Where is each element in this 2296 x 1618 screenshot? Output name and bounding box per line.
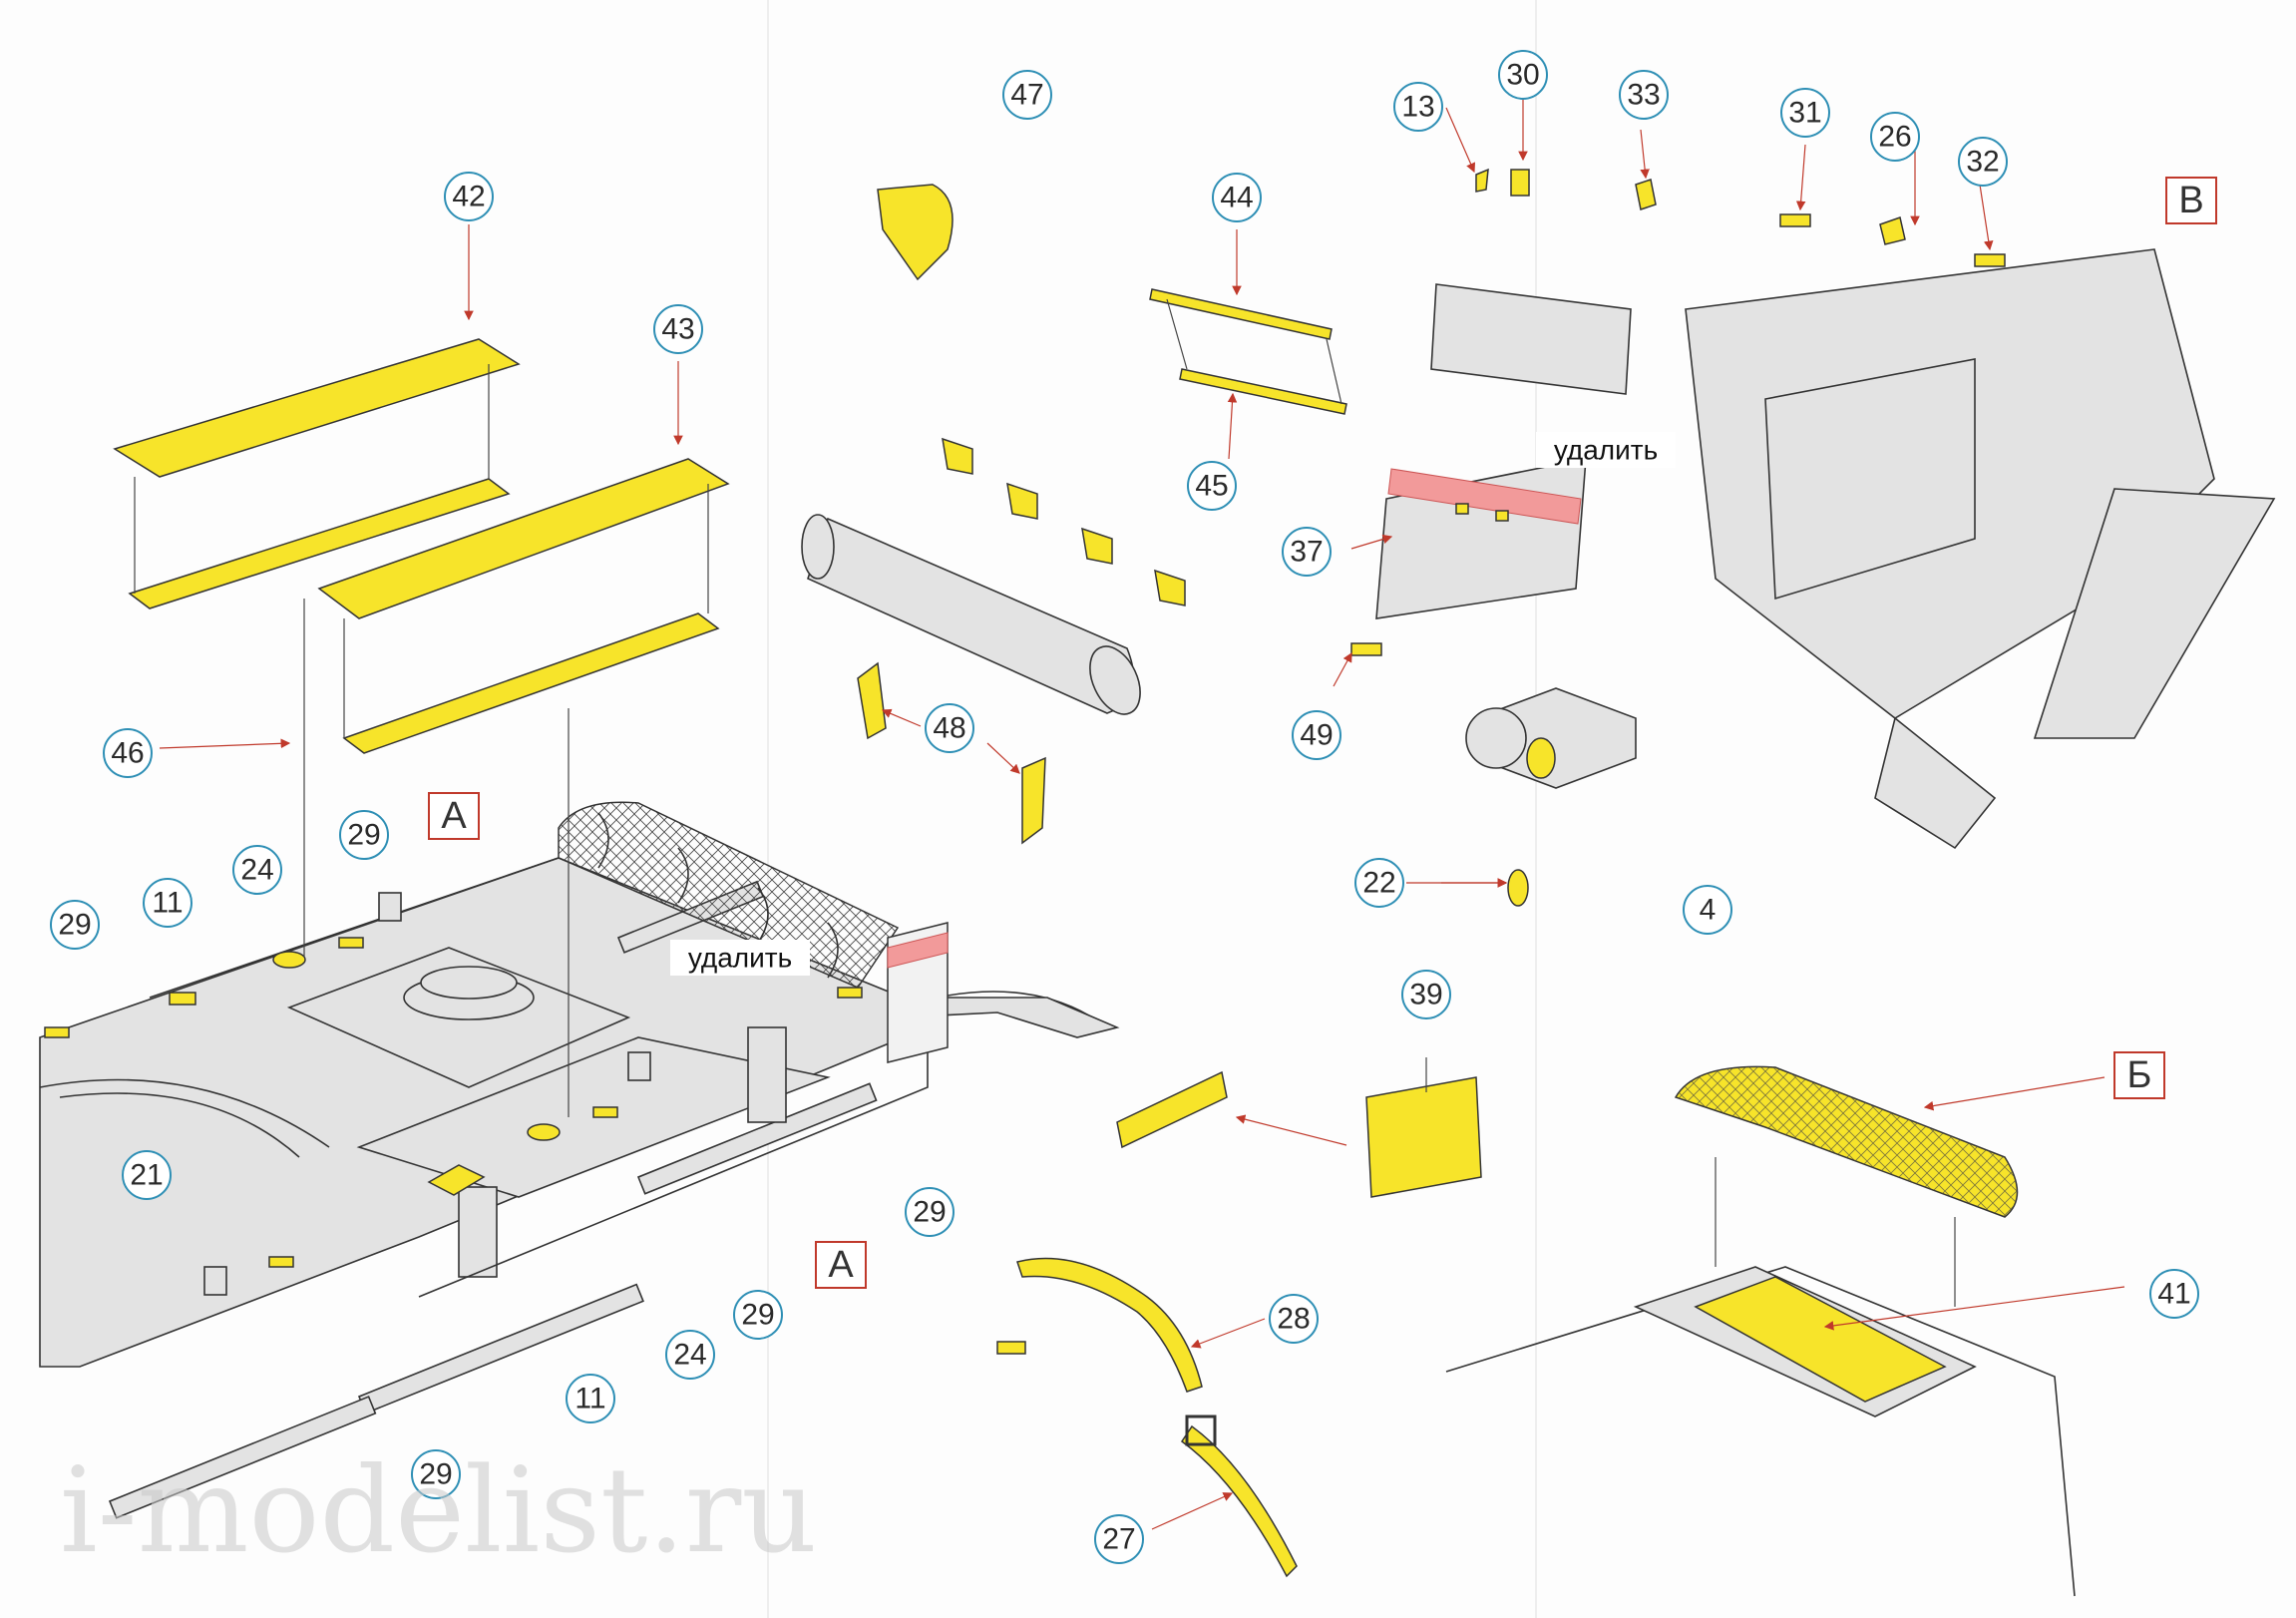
view-label-b-cyr: Б [2113, 1051, 2165, 1099]
svg-text:42: 42 [452, 181, 485, 213]
svg-text:29: 29 [58, 909, 91, 942]
svg-text:удалить: удалить [688, 943, 792, 974]
callout-21: 21 [122, 1150, 172, 1200]
callout-33: 33 [1619, 70, 1669, 120]
stowage-box [1116, 1057, 1482, 1198]
fender-panels [113, 338, 730, 1117]
svg-text:30: 30 [1506, 59, 1539, 92]
svg-text:29: 29 [347, 819, 380, 852]
rail-parts [1149, 288, 1347, 415]
tow-strap [996, 1257, 1298, 1578]
callout-29-d: 29 [733, 1290, 783, 1340]
svg-text:44: 44 [1220, 182, 1253, 214]
callout-24-b: 24 [665, 1330, 715, 1380]
svg-text:21: 21 [130, 1159, 163, 1192]
callout-27: 27 [1094, 1514, 1144, 1564]
svg-text:45: 45 [1195, 470, 1228, 503]
svg-text:43: 43 [661, 313, 694, 346]
callout-49: 49 [1292, 710, 1341, 760]
svg-text:26: 26 [1878, 121, 1911, 154]
svg-text:А: А [441, 795, 467, 837]
svg-text:47: 47 [1010, 79, 1043, 112]
svg-text:11: 11 [574, 1383, 605, 1416]
callout-43: 43 [653, 304, 703, 354]
callout-29-c: 29 [905, 1187, 955, 1237]
view-label-a-bottom: А [815, 1241, 867, 1289]
callout-28: 28 [1269, 1294, 1319, 1344]
leader-arrows [159, 96, 2125, 1530]
callout-41: 41 [2149, 1269, 2199, 1319]
left-small-parts [44, 937, 863, 1268]
svg-text:Б: Б [2127, 1054, 2152, 1096]
callout-42: 42 [444, 172, 494, 221]
svg-text:41: 41 [2157, 1278, 2190, 1311]
svg-text:29: 29 [419, 1458, 452, 1491]
hull-deck [39, 801, 1120, 1519]
svg-text:22: 22 [1362, 867, 1395, 900]
svg-text:удалить: удалить [1554, 435, 1658, 466]
svg-text:49: 49 [1300, 719, 1333, 752]
view-label-b: В [2165, 177, 2217, 224]
svg-text:37: 37 [1290, 536, 1323, 569]
callout-29-b: 29 [339, 810, 389, 860]
view-label-a-top: А [428, 792, 480, 840]
svg-text:46: 46 [111, 737, 144, 770]
callout-46: 46 [103, 728, 153, 778]
callout-26: 26 [1870, 112, 1920, 162]
callout-13: 13 [1393, 82, 1443, 132]
svg-text:В: В [2178, 180, 2203, 221]
svg-text:29: 29 [913, 1196, 946, 1229]
callout-37: 37 [1282, 527, 1332, 577]
remove-label-1: удалить [670, 940, 810, 976]
callout-29-a: 29 [50, 900, 100, 950]
svg-text:11: 11 [152, 887, 183, 920]
callout-48: 48 [925, 703, 974, 753]
callout-32: 32 [1958, 137, 2008, 187]
hatch-parts [1350, 168, 2006, 907]
callout-22: 22 [1354, 858, 1404, 908]
svg-text:31: 31 [1788, 97, 1821, 130]
svg-text:32: 32 [1966, 146, 1999, 179]
svg-text:27: 27 [1102, 1523, 1135, 1556]
rear-hull [1375, 248, 2276, 850]
svg-text:13: 13 [1401, 91, 1434, 124]
fuel-drum [801, 514, 1141, 715]
callout-47: 47 [1002, 70, 1052, 120]
svg-text:А: А [828, 1244, 854, 1286]
engine-deck [1445, 1065, 2076, 1597]
watermark: i-modelist.ru [60, 1441, 817, 1579]
svg-text:4: 4 [1700, 894, 1717, 927]
callout-29-e: 29 [411, 1449, 461, 1499]
callout-11-b: 11 [566, 1374, 615, 1423]
remove-label-2: удалить [1536, 432, 1676, 468]
callout-39: 39 [1401, 970, 1451, 1019]
svg-text:24: 24 [673, 1339, 706, 1372]
callout-45: 45 [1187, 461, 1237, 511]
callout-4: 4 [1683, 885, 1732, 935]
callout-11-a: 11 [143, 878, 192, 928]
svg-text:28: 28 [1277, 1303, 1310, 1336]
callout-24-a: 24 [232, 845, 282, 895]
callout-31: 31 [1780, 88, 1830, 138]
svg-text:33: 33 [1627, 79, 1660, 112]
svg-text:48: 48 [933, 712, 965, 745]
svg-text:24: 24 [240, 854, 273, 887]
callout-30: 30 [1498, 50, 1548, 100]
drum-brackets [857, 184, 1186, 845]
svg-text:39: 39 [1409, 979, 1442, 1011]
svg-text:29: 29 [741, 1299, 774, 1332]
callout-44: 44 [1212, 173, 1262, 222]
